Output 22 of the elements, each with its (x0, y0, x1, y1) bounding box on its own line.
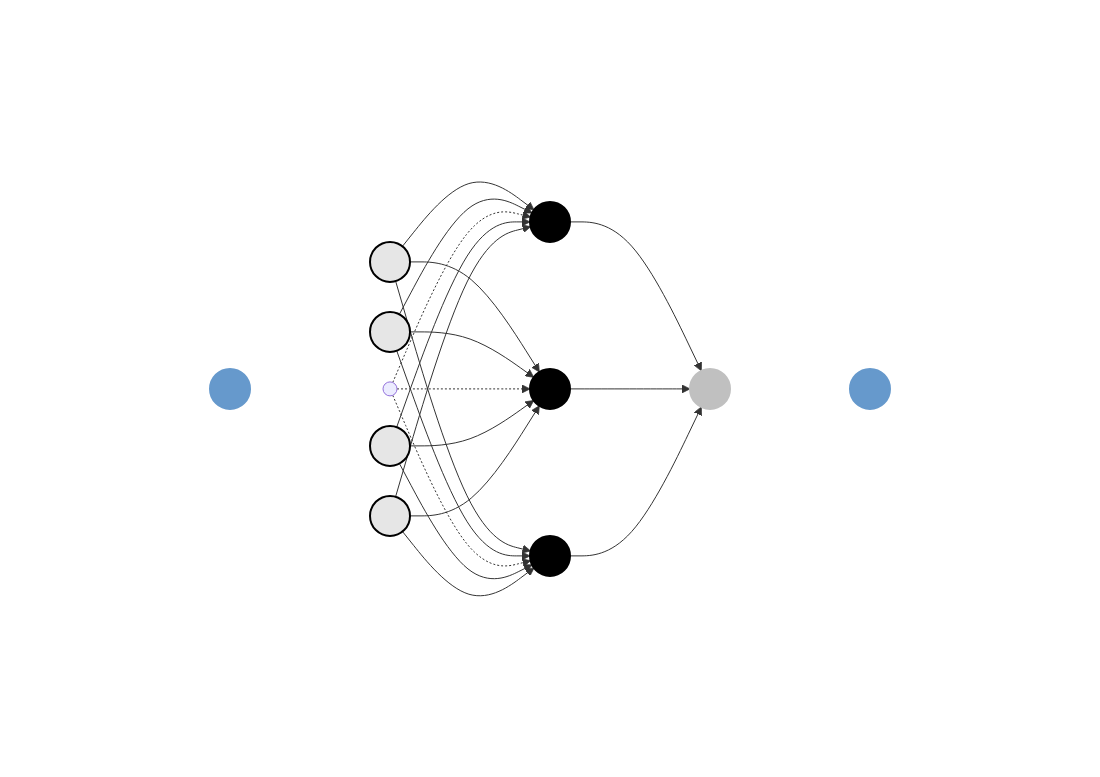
node-circle (369, 240, 411, 283)
node-circle (369, 424, 411, 467)
node-circle (369, 494, 411, 537)
arrow (398, 462, 533, 579)
arrow (392, 210, 531, 383)
arrow (402, 530, 535, 596)
arrow (395, 224, 531, 497)
node-circle (209, 367, 251, 410)
arrow (396, 349, 531, 560)
arrow (392, 394, 531, 567)
node-circle (689, 367, 731, 410)
node-circle (369, 310, 411, 353)
arrow (402, 181, 535, 247)
node-dots (382, 381, 398, 396)
node-circle (849, 367, 891, 410)
node-circle (529, 367, 571, 410)
arrow (398, 198, 533, 315)
arrow (396, 217, 531, 428)
arrow (395, 280, 531, 553)
arrow (396, 384, 531, 393)
node-circle (529, 200, 571, 243)
node-circle (529, 534, 571, 577)
